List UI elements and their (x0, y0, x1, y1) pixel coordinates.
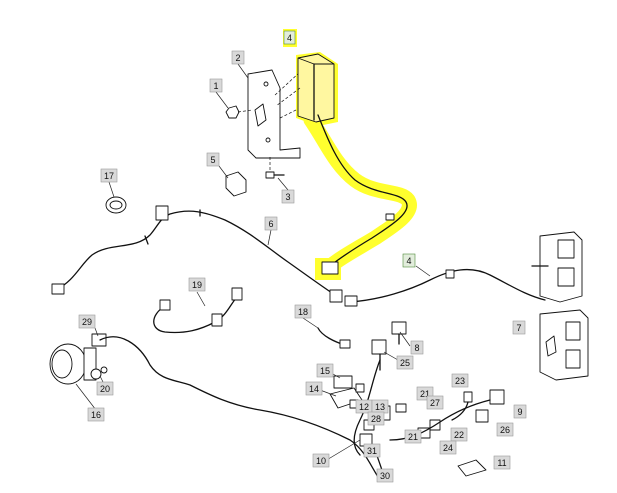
part-11-pad (457, 459, 487, 477)
svg-text:9: 9 (517, 407, 522, 417)
callout-11: 11 (493, 455, 511, 470)
part-6-harness (51, 205, 343, 303)
svg-text:10: 10 (316, 456, 326, 466)
part-26-connector (475, 409, 489, 423)
svg-text:21: 21 (408, 432, 418, 442)
part-27-terminal (395, 403, 407, 413)
svg-text:24: 24 (443, 443, 453, 453)
part-23-connector (451, 391, 473, 421)
callout-21b: 21 (404, 429, 422, 444)
part-17-grommet (105, 196, 127, 214)
callout-29: 29 (78, 314, 96, 329)
callout-12: 12 (355, 399, 373, 414)
callout-31: 31 (363, 443, 381, 458)
callout-20: 20 (96, 381, 114, 396)
part-20-bulb (90, 366, 108, 380)
svg-text:27: 27 (430, 398, 440, 408)
svg-text:7: 7 (516, 323, 521, 333)
callout-4-upper: 4 (283, 30, 296, 45)
svg-text:3: 3 (285, 192, 290, 202)
part-8-connector (391, 321, 407, 345)
part-18-cable-tie (317, 327, 351, 349)
part-25-connector (371, 339, 387, 371)
part-4-harness-lower (344, 268, 546, 307)
part-10-harness (99, 336, 381, 481)
svg-text:13: 13 (375, 402, 385, 412)
svg-text:8: 8 (414, 343, 419, 353)
svg-text:29: 29 (82, 317, 92, 327)
callout-19: 19 (188, 277, 206, 292)
svg-text:17: 17 (104, 171, 114, 181)
part-5-connector (225, 171, 247, 197)
part-29-connector (91, 333, 107, 347)
svg-text:14: 14 (309, 384, 319, 394)
svg-text:30: 30 (380, 471, 390, 481)
part-9-connector (489, 389, 505, 405)
svg-text:22: 22 (454, 430, 464, 440)
callout-22: 22 (450, 427, 468, 442)
svg-text:4: 4 (406, 256, 411, 266)
callout-24: 24 (439, 440, 457, 455)
svg-text:28: 28 (371, 414, 381, 424)
callout-16: 16 (87, 407, 105, 422)
callout-6: 6 (264, 216, 278, 231)
part-2-bracket (247, 69, 301, 159)
svg-text:4: 4 (287, 33, 292, 43)
callout-7: 7 (512, 320, 526, 335)
part-7-bracket (539, 309, 589, 381)
callout-13: 13 (371, 399, 389, 414)
callout-27: 27 (426, 395, 444, 410)
callout-4-lower: 4 (402, 253, 416, 268)
svg-text:2: 2 (235, 53, 240, 63)
callout-26: 26 (496, 422, 514, 437)
part-1-nut (225, 105, 253, 119)
svg-text:18: 18 (298, 307, 308, 317)
svg-text:11: 11 (497, 458, 506, 468)
svg-text:5: 5 (210, 155, 215, 165)
callout-28: 28 (367, 411, 385, 426)
part-3-bolt (265, 155, 285, 179)
svg-text:12: 12 (359, 402, 369, 412)
callout-5: 5 (206, 152, 220, 167)
svg-text:16: 16 (91, 410, 101, 420)
svg-text:6: 6 (268, 219, 273, 229)
callout-3: 3 (281, 189, 295, 204)
part-13-connector (355, 383, 365, 393)
leader-lines (75, 63, 431, 462)
svg-text:25: 25 (400, 358, 410, 368)
svg-text:23: 23 (455, 376, 465, 386)
callout-1: 1 (209, 78, 223, 93)
callout-23: 23 (451, 373, 469, 388)
part-19-harness (153, 287, 243, 334)
callout-30: 30 (376, 468, 394, 483)
callout-15: 15 (316, 363, 334, 378)
svg-text:19: 19 (192, 280, 202, 290)
part-16-lamp (49, 343, 97, 385)
callout-17: 17 (100, 168, 118, 183)
svg-text:20: 20 (100, 384, 110, 394)
svg-text:1: 1 (213, 81, 218, 91)
svg-text:26: 26 (500, 425, 510, 435)
callout-18: 18 (294, 304, 312, 319)
callout-8: 8 (410, 340, 424, 355)
part-15-plate (333, 375, 353, 389)
callout-25: 25 (396, 355, 414, 370)
svg-text:15: 15 (320, 366, 330, 376)
callout-2: 2 (231, 50, 245, 65)
callout-14: 14 (305, 381, 323, 396)
svg-text:31: 31 (367, 446, 377, 456)
part-module-box-right (531, 231, 583, 303)
callout-10: 10 (312, 453, 330, 468)
part-4-module-upper (275, 53, 408, 275)
svg-text:21: 21 (420, 389, 430, 399)
callout-9: 9 (513, 404, 527, 419)
